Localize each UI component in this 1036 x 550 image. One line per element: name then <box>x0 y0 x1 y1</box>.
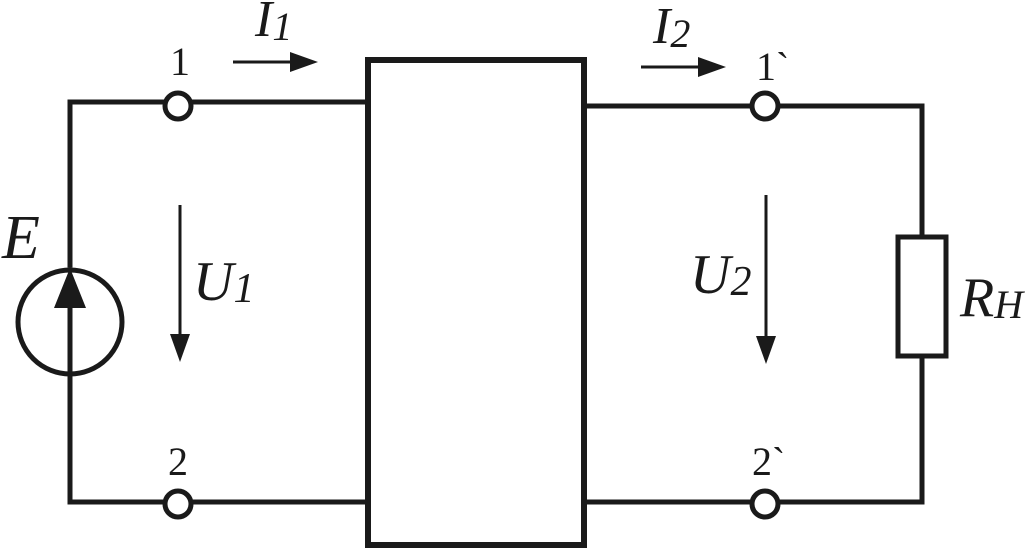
current-in-label: I1 <box>254 0 292 49</box>
terminal-1-prime-label: 1` <box>756 44 789 89</box>
source-label: E <box>1 204 40 272</box>
load-subscript: H <box>993 282 1025 327</box>
terminal-1-label: 1 <box>170 39 190 84</box>
voltage-out-subscript: 2 <box>730 259 751 305</box>
terminal-1-prime <box>749 90 781 122</box>
left-bottom-wire <box>67 375 166 505</box>
current-i2-arrow-icon <box>641 57 726 77</box>
current-out-label: I2 <box>652 0 690 56</box>
terminal-1 <box>162 90 194 122</box>
voltage-out-symbol: U <box>690 244 734 306</box>
terminal-2-prime <box>749 488 781 520</box>
current-in-symbol: I <box>254 0 275 48</box>
load-symbol: R <box>959 267 994 329</box>
load-resistor-icon <box>895 234 949 359</box>
two-port-box <box>365 57 587 548</box>
current-out-symbol: I <box>652 0 673 55</box>
voltage-in-symbol: U <box>193 251 237 313</box>
voltage-u2-arrow-icon <box>756 195 776 364</box>
terminal-2-label: 2 <box>168 439 188 484</box>
current-in-subscript: 1 <box>272 4 292 49</box>
voltage-in-subscript: 1 <box>233 266 254 312</box>
voltage-out-label: U2 <box>690 244 751 306</box>
right-bottom-wire <box>777 353 925 505</box>
current-i1-arrow-icon <box>233 52 318 72</box>
voltage-in-label: U1 <box>193 251 254 313</box>
right-top-wire <box>777 103 925 240</box>
current-out-subscript: 2 <box>670 11 690 56</box>
terminal-2-prime-label: 2` <box>752 439 785 484</box>
terminal-2 <box>162 488 194 520</box>
left-top-wire <box>67 99 166 268</box>
voltage-source-icon <box>15 267 125 378</box>
load-label: RH <box>959 267 1025 329</box>
voltage-u1-arrow-icon <box>170 205 190 362</box>
